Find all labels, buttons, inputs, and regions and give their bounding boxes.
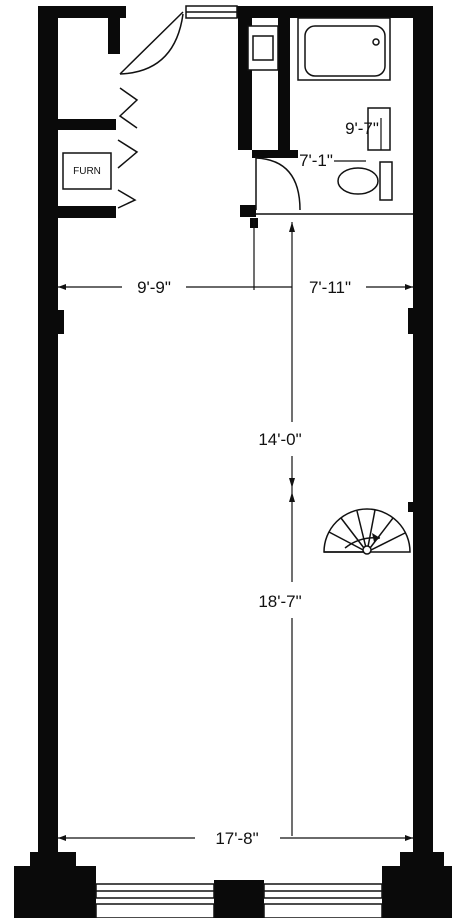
dim-bath-depth: 7'-1"	[299, 151, 333, 170]
base-left-upper	[30, 852, 76, 868]
top-window	[185, 5, 238, 19]
furniture-label: FURN	[73, 166, 101, 177]
dim-bath-width: 9'-7"	[345, 119, 379, 138]
stair-arrow-head	[372, 533, 380, 542]
bifold-door-upper	[118, 87, 139, 129]
right-wall-nib	[408, 502, 414, 512]
top-wall-right	[237, 6, 433, 18]
door-swing-arc	[119, 13, 184, 75]
bath-shelf	[367, 107, 391, 151]
bifold-door-lower	[117, 139, 139, 169]
toilet-tank	[379, 161, 393, 201]
base-right-upper	[400, 852, 444, 868]
exterior-walls	[38, 6, 433, 858]
arrow-left	[58, 284, 66, 290]
top-wall-left	[38, 6, 126, 18]
closet-bottom-wall	[58, 206, 116, 218]
arrow-bottom-left	[58, 835, 66, 841]
dim-left-width: 9'-9"	[137, 278, 171, 297]
left-column	[38, 310, 64, 334]
dim-lower-length: 18'-7"	[258, 592, 301, 611]
spiral-stair	[323, 508, 411, 555]
right-column	[408, 308, 433, 334]
bottom-window-right-lower	[263, 903, 383, 918]
stair-center-post	[362, 545, 372, 555]
dim-total-width: 17'-8"	[215, 829, 258, 848]
arrow-mid-up	[289, 478, 295, 488]
entry-wall-stub	[108, 10, 120, 54]
bath-left-wall-inner	[278, 12, 290, 154]
toilet-bowl	[337, 167, 379, 195]
bottom-wall	[14, 852, 452, 918]
dimension-lines	[58, 118, 413, 841]
door-leaf	[119, 11, 184, 75]
bath-door-arc	[255, 157, 301, 211]
bath-bottom-wall	[240, 205, 256, 217]
base-left-lower	[14, 866, 96, 918]
arrow-top	[289, 222, 295, 232]
sink-basin	[252, 35, 274, 61]
closet-top-wall	[58, 119, 116, 130]
base-right-lower	[382, 866, 452, 918]
dim-upper-length: 14'-0"	[258, 430, 301, 449]
bottom-window-left-lower	[95, 903, 215, 918]
dim-right-width: 7'-11"	[309, 278, 351, 297]
arrow-bottom-right	[405, 835, 413, 841]
entry-door	[108, 10, 184, 75]
dimension-labels: 9'-9" 7'-11" 14'-0" 18'-7" 17'-8" 9'-7" …	[137, 119, 379, 848]
furniture-box	[62, 152, 112, 190]
arrow-mid-down	[289, 492, 295, 502]
tub-drain	[372, 38, 380, 46]
right-wall	[413, 6, 433, 858]
arrow-right	[405, 284, 413, 290]
bathtub-inner	[304, 25, 386, 77]
bifold-door-bottom	[117, 189, 137, 209]
bathroom	[238, 12, 413, 217]
closet: FURN	[58, 87, 139, 218]
left-wall	[38, 6, 58, 858]
bath-mid-wall	[252, 150, 298, 158]
base-middle-pier	[214, 880, 264, 918]
